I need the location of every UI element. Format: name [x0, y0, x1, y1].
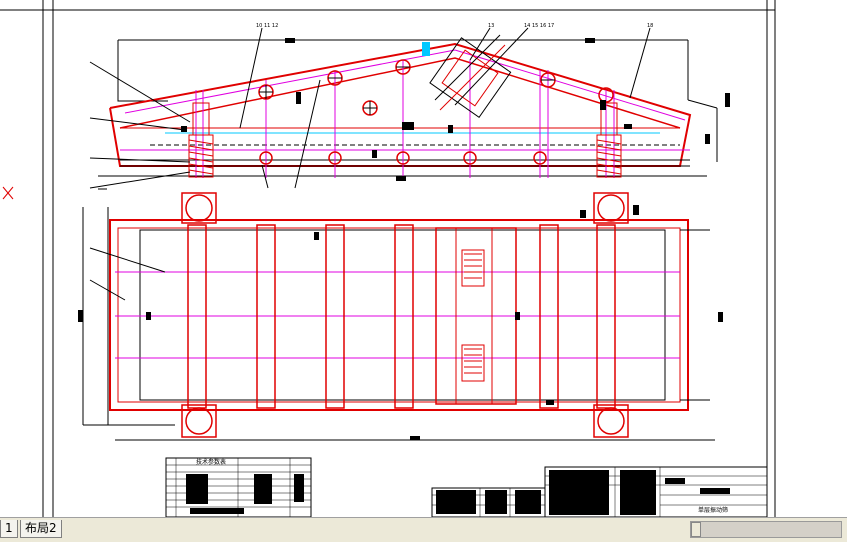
plan-view	[78, 192, 723, 441]
spring-right	[596, 102, 622, 178]
sheet-frame	[0, 0, 776, 517]
label-13: 13	[488, 23, 494, 29]
title-block-name: 单层振动筛	[698, 506, 728, 514]
layout-tab-bar: 1 布局2	[0, 517, 847, 542]
label-18: 18	[647, 23, 653, 29]
label-10-11-12: 10 11 12	[256, 23, 278, 29]
elevation-view: 10 11 12 13 14 15 16 17 18	[89, 23, 730, 190]
title-block: 单层振动筛	[431, 466, 768, 518]
exciter-assembly	[429, 34, 512, 119]
tech-table-title: 技术参数表	[196, 458, 226, 466]
tab-layout1[interactable]: 1	[0, 520, 18, 538]
tech-params-table: 技术参数表	[165, 457, 312, 518]
horizontal-scrollbar[interactable]	[690, 521, 842, 538]
spring-left	[188, 102, 214, 178]
scrollbar-thumb[interactable]	[691, 522, 701, 537]
label-14-17: 14 15 16 17	[524, 23, 554, 29]
tab-layout2[interactable]: 布局2	[20, 520, 62, 538]
ucs-cross-marker	[2, 186, 14, 200]
